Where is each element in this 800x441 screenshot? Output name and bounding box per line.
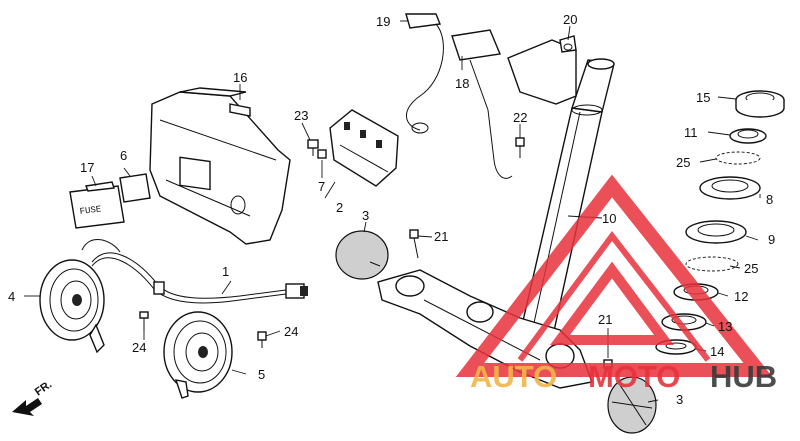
bolt-24-right: [257, 331, 267, 348]
callout-25-lower: 25: [744, 261, 758, 276]
callout-7: 7: [318, 179, 325, 194]
watermark-logo: [455, 174, 773, 377]
callout-10: 10: [602, 211, 616, 226]
relay-block: [329, 109, 399, 187]
callout-19: 19: [376, 14, 390, 29]
callout-3-upper: 3: [362, 208, 369, 223]
callout-25-upper: 25: [676, 155, 690, 170]
bolt-24-left: [139, 311, 149, 330]
callout-3-lower: 3: [676, 392, 683, 407]
callout-numbers: 1 2 3 3 4 5 6 7 8 9 10 11 12 13 14 15 16…: [8, 12, 775, 407]
watermark-text-moto: MOTO: [588, 359, 680, 394]
screw-23: [307, 139, 319, 156]
callout-11: 11: [684, 125, 698, 140]
callout-20: 20: [563, 12, 577, 27]
watermark-text-hub: HUB: [710, 359, 777, 394]
watermark-text: AUTO MOTO HUB: [470, 359, 777, 394]
callout-6: 6: [120, 148, 127, 163]
callout-18: 18: [455, 76, 469, 91]
screw-7: [317, 149, 327, 159]
front-direction-label: FR.: [33, 378, 54, 398]
dust-seal-disc-lower: [607, 376, 657, 434]
horn-left: [39, 259, 105, 354]
bottom-bridge: [377, 269, 593, 389]
fuse-box-cover: FUSE: [69, 181, 125, 229]
fuse-cover-text: FUSE: [79, 204, 102, 217]
callout-8: 8: [766, 192, 773, 207]
callout-21-upper: 21: [434, 229, 448, 244]
horn-right: [163, 311, 233, 399]
callout-5: 5: [258, 367, 265, 382]
callout-16: 16: [233, 70, 247, 85]
callout-2: 2: [336, 200, 343, 215]
fuse-box-housing: [149, 87, 291, 245]
callout-15: 15: [696, 90, 710, 105]
callout-22: 22: [513, 110, 527, 125]
callout-9: 9: [768, 232, 775, 247]
callout-17: 17: [80, 160, 94, 175]
callout-24-right: 24: [284, 324, 298, 339]
front-direction-arrow: FR.: [12, 378, 54, 416]
callout-4: 4: [8, 289, 15, 304]
fuse-label-sticker: [119, 173, 151, 203]
callout-14: 14: [710, 344, 724, 359]
callout-24-left: 24: [132, 340, 146, 355]
callout-1: 1: [222, 264, 229, 279]
callout-23: 23: [294, 108, 308, 123]
callout-12: 12: [734, 289, 748, 304]
watermark-text-auto: AUTO: [470, 359, 557, 394]
callout-21-lower: 21: [598, 312, 612, 327]
callout-13: 13: [718, 319, 732, 334]
horn-wire-harness: [81, 239, 308, 304]
cable-bracket-assembly: [405, 13, 577, 179]
bolt-21-upper: [409, 229, 419, 259]
dust-seal-disc-upper: [335, 230, 389, 280]
